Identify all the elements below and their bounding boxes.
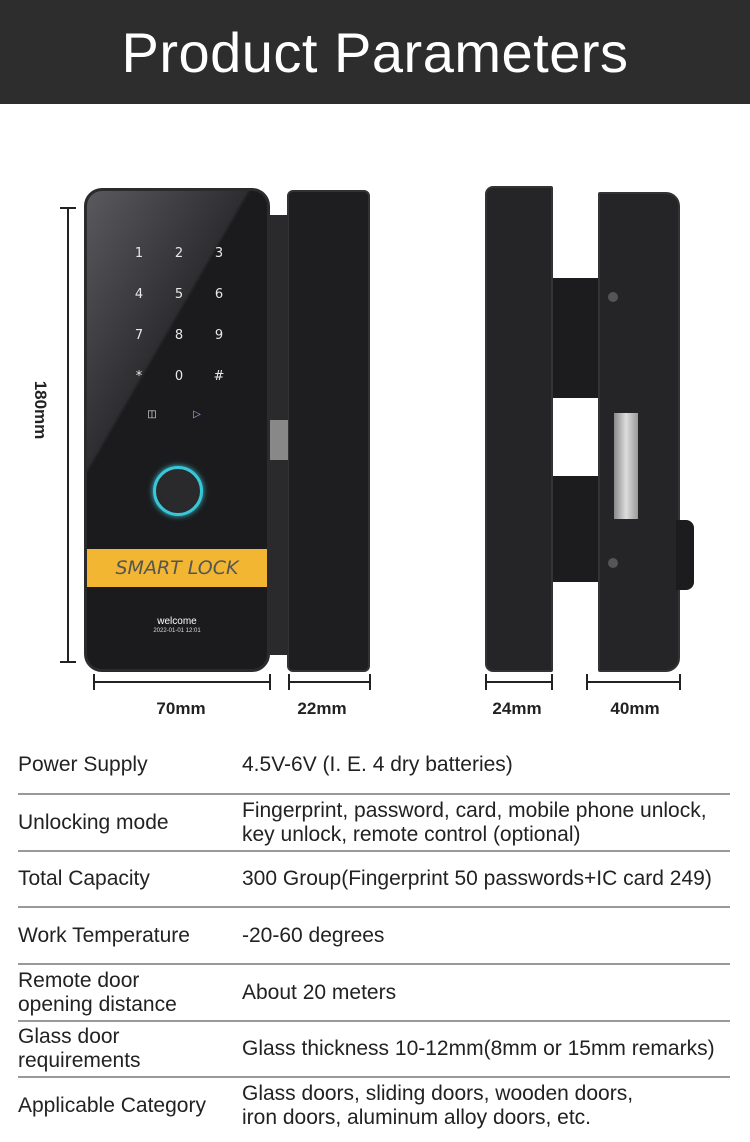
smart-lock-band: SMART LOCK (87, 549, 267, 587)
bell-icon: ▷ (193, 409, 201, 420)
divider (18, 1076, 730, 1078)
screen-welcome: welcome (157, 616, 197, 627)
key: 6 (214, 287, 224, 302)
key: 9 (214, 328, 224, 343)
spec-value: About 20 meters (242, 980, 397, 1004)
spec-label: Applicable Category (18, 1094, 206, 1117)
spec-row: Remote door opening distance About 20 met… (18, 965, 730, 1020)
spec-row: Unlocking mode Fingerprint, password, car… (18, 795, 730, 850)
divider (18, 906, 730, 908)
spec-row: Glass door requirements Glass thickness 1… (18, 1022, 730, 1076)
key: 3 (214, 246, 224, 261)
key: 5 (174, 287, 184, 302)
spec-value: Glass doors, sliding doors, wooden doors… (242, 1082, 634, 1129)
divider (18, 793, 730, 795)
key: * (135, 369, 143, 384)
spec-row: Work Temperature -20-60 degrees (18, 908, 730, 963)
width-dimension-line (93, 681, 270, 683)
key: 4 (134, 287, 144, 302)
divider (18, 1020, 730, 1022)
spec-label: Remote door opening distance (18, 968, 177, 1016)
side-left-piece (485, 186, 553, 672)
key: # (213, 369, 225, 384)
side-right-dimension-line (586, 681, 680, 683)
dim-tick (369, 674, 371, 690)
lock-front-panel: 1 2 3 4 5 6 7 8 9 * 0 # ◫ ▷ SMART LOCK w… (84, 188, 270, 672)
spec-value: -20-60 degrees (242, 923, 385, 947)
card-icon: ◫ (147, 409, 157, 420)
divider (18, 963, 730, 965)
spec-label: Total Capacity (18, 867, 150, 890)
side-right-piece (598, 192, 680, 672)
key: 8 (174, 328, 184, 343)
fingerprint-sensor (153, 466, 203, 516)
key: 2 (174, 246, 184, 261)
page-title: Product Parameters (121, 20, 629, 84)
dim-tick (269, 674, 271, 690)
side-left-dimension-line (485, 681, 552, 683)
header-banner: Product Parameters (0, 0, 750, 104)
key: 7 (134, 328, 144, 343)
dim-tick (679, 674, 681, 690)
spec-value: Glass thickness 10-12mm(8mm or 15mm rema… (242, 1037, 715, 1060)
lock-side-bar (287, 190, 370, 672)
side-right-label: 40mm (610, 699, 660, 718)
spec-row: Applicable Category Glass doors, sliding … (18, 1078, 730, 1134)
side-left-label: 24mm (492, 699, 542, 718)
divider (18, 850, 730, 852)
spec-value: 300 Group(Fingerprint 50 passwords+IC ca… (242, 867, 712, 890)
dim-tick (586, 674, 588, 690)
screen-date: 2022-01-01 12:01 (153, 628, 201, 634)
dim-tick (551, 674, 553, 690)
spec-row: Power Supply 4.5V-6V (I. E. 4 dry batteri… (18, 738, 730, 792)
dim-tick (288, 674, 290, 690)
key: 0 (174, 369, 184, 384)
spec-label: Work Temperature (18, 923, 190, 947)
depth-dimension-line (288, 681, 370, 683)
height-dimension-line (67, 207, 69, 662)
dim-tick (93, 674, 95, 690)
panel-gloss (87, 191, 267, 669)
spec-label: Glass door requirements (18, 1025, 141, 1072)
height-label: 180mm (31, 380, 50, 440)
key: 1 (134, 246, 144, 261)
spec-label: Power Supply (18, 753, 148, 776)
spec-value: Fingerprint, password, card, mobile phon… (242, 798, 707, 846)
spec-value: 4.5V-6V (I. E. 4 dry batteries) (242, 753, 513, 776)
width-label: 70mm (156, 699, 206, 718)
side-cutout (553, 398, 598, 476)
lock-connector-plate (270, 420, 288, 460)
screw-icon (608, 558, 618, 568)
spec-label: Unlocking mode (18, 810, 169, 834)
side-latch-plate (614, 413, 638, 519)
side-knob (676, 520, 694, 590)
depth-label: 22mm (297, 699, 347, 718)
screw-icon (608, 292, 618, 302)
dim-tick (60, 661, 76, 663)
spec-row: Total Capacity 300 Group(Fingerprint 50 p… (18, 852, 730, 906)
dim-tick (485, 674, 487, 690)
dim-tick (60, 207, 76, 209)
